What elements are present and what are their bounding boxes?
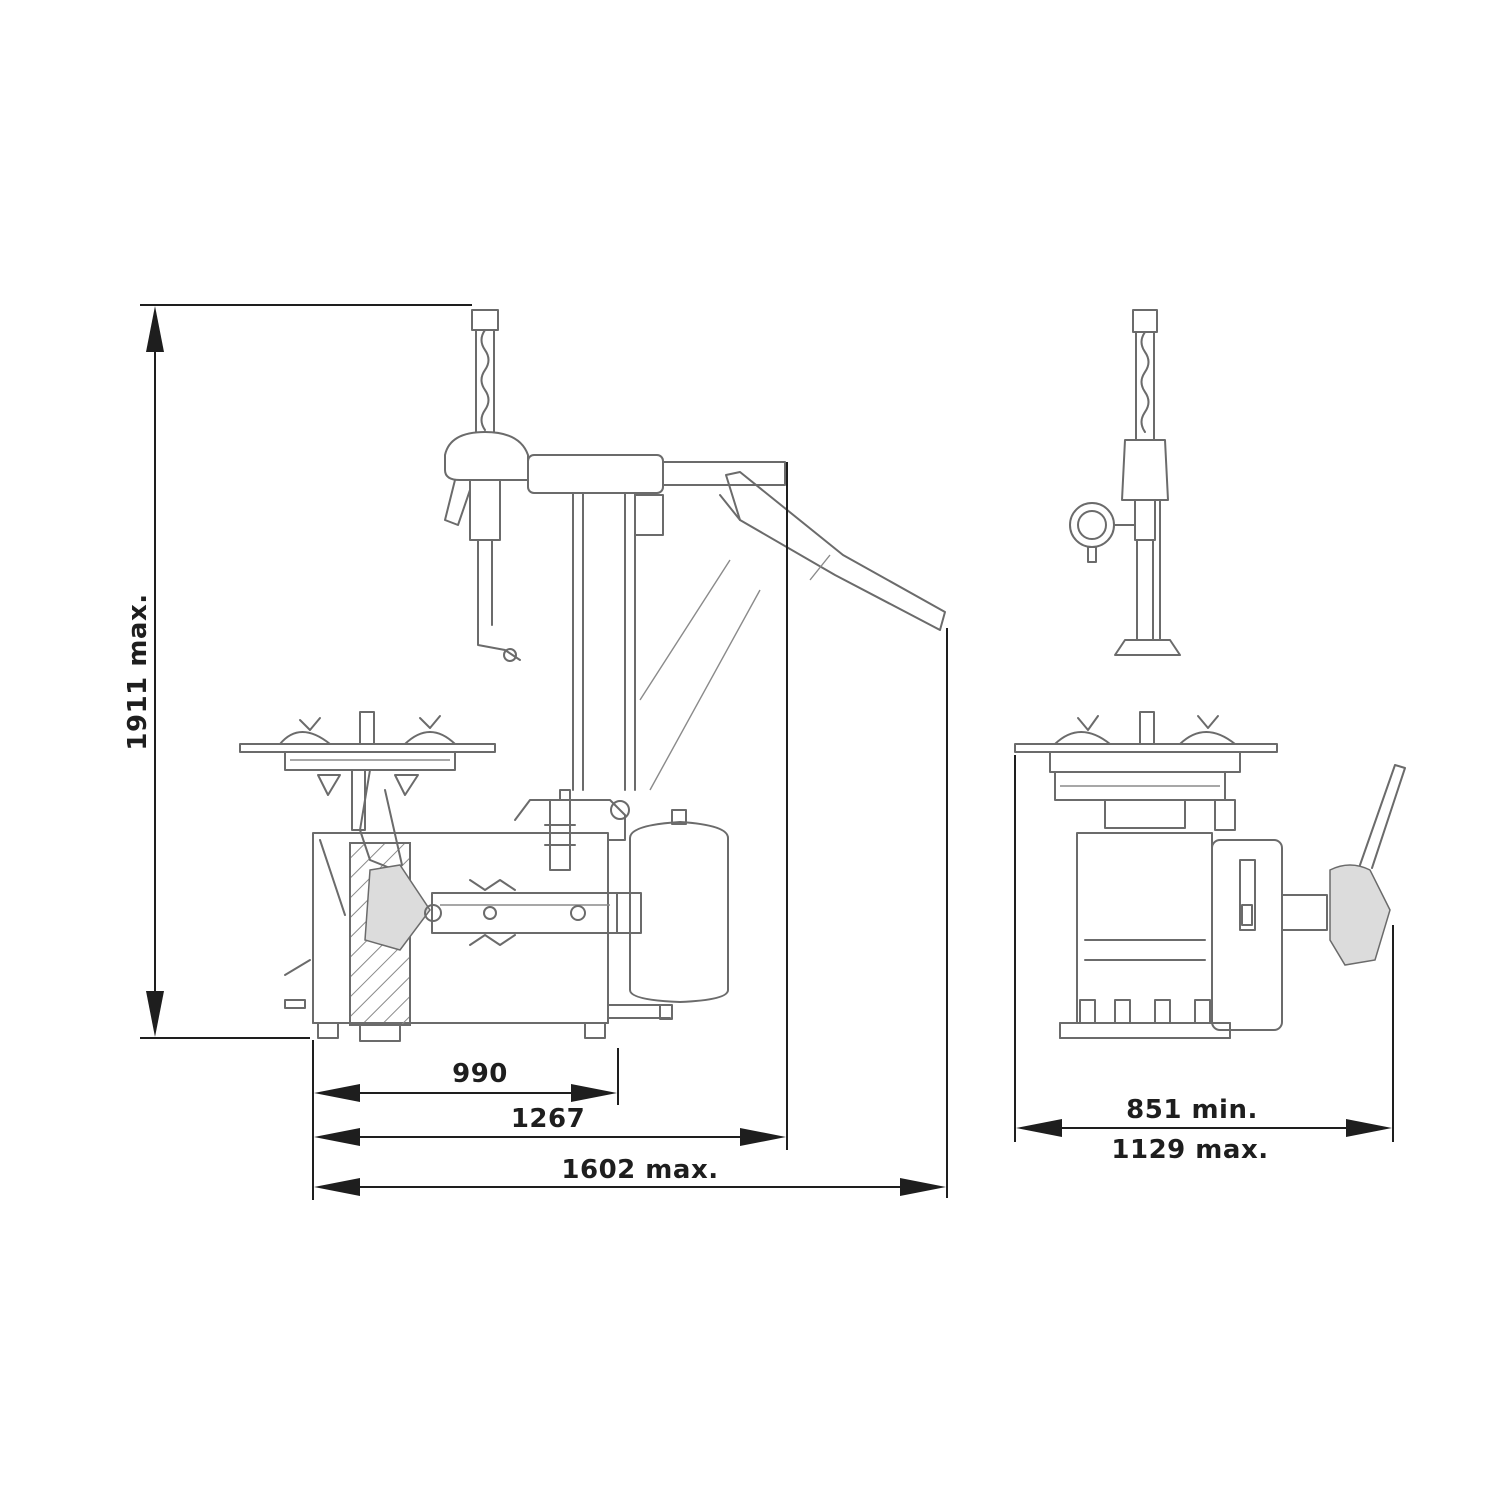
side-view bbox=[239, 309, 946, 1042]
dimension-depth-990: 990 bbox=[312, 1040, 619, 1200]
height-label: 1911 max. bbox=[123, 593, 153, 750]
front-view-mast bbox=[1069, 309, 1181, 656]
front-view-base bbox=[1059, 764, 1406, 1039]
dimension-width: 851 min. 1129 max. bbox=[1014, 755, 1394, 1165]
depth-990-label: 990 bbox=[452, 1059, 508, 1089]
dimension-height: 1911 max. bbox=[123, 304, 472, 1039]
side-view-base bbox=[284, 769, 729, 1042]
side-view-mast bbox=[444, 309, 946, 791]
dimension-depth-1602: 1602 max. bbox=[314, 628, 948, 1198]
depth-1602-label: 1602 max. bbox=[561, 1155, 718, 1185]
side-view-turntable bbox=[239, 711, 496, 831]
front-view-turntable bbox=[1014, 711, 1278, 831]
width-max-label: 1129 max. bbox=[1111, 1135, 1268, 1165]
dimension-depth-1267: 1267 bbox=[314, 462, 788, 1150]
front-view bbox=[1014, 309, 1406, 1039]
depth-1267-label: 1267 bbox=[511, 1104, 585, 1134]
width-min-label: 851 min. bbox=[1126, 1095, 1258, 1125]
